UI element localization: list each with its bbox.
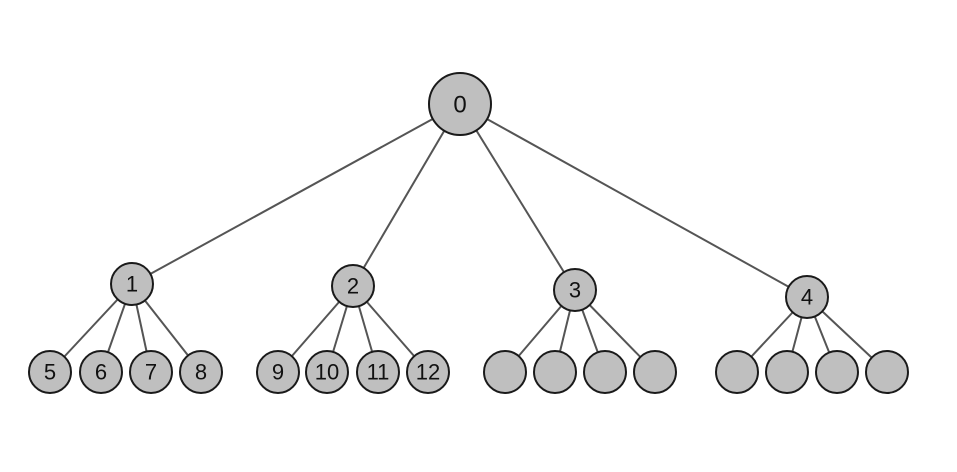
node-leaf-3-0 — [715, 350, 759, 394]
edge-root-to-3 — [459, 103, 808, 298]
node-level1-0: 1 — [110, 262, 154, 306]
node-root-circle — [428, 72, 492, 136]
edge-root-to-1 — [352, 103, 461, 287]
node-leaf-1-1: 10 — [305, 350, 349, 394]
node-leaf-0-1-label: 6 — [95, 360, 107, 385]
node-level1-2-label: 3 — [569, 278, 581, 303]
node-leaf-1-3: 12 — [406, 350, 450, 394]
node-level1-1-label: 2 — [347, 274, 359, 299]
node-leaf-1-0-circle — [256, 350, 300, 394]
node-level1-0-label: 1 — [126, 272, 138, 297]
node-leaf-0-3-circle — [179, 350, 223, 394]
node-leaf-1-0: 9 — [256, 350, 300, 394]
node-level1-3-label: 4 — [801, 285, 813, 310]
node-leaf-3-3-circle — [865, 350, 909, 394]
node-level1-1: 2 — [331, 264, 375, 308]
node-leaf-3-2 — [815, 350, 859, 394]
node-level1-1-circle — [331, 264, 375, 308]
node-leaf-1-2-label: 11 — [367, 360, 390, 385]
node-leaf-2-1 — [533, 350, 577, 394]
node-leaf-0-1-circle — [79, 350, 123, 394]
node-level1-3-circle — [785, 275, 829, 319]
node-leaf-3-1-circle — [765, 350, 809, 394]
node-leaf-0-0-label: 5 — [44, 360, 56, 385]
node-leaf-1-2: 11 — [356, 350, 400, 394]
node-leaf-1-0-label: 9 — [272, 360, 284, 385]
node-root: 0 — [428, 72, 492, 136]
node-leaf-1-3-label: 12 — [416, 360, 440, 385]
node-leaf-3-3 — [865, 350, 909, 394]
nodes: 0 1 5 6 7 8 2 9 10 11 12 3 4 — [28, 72, 909, 394]
node-leaf-2-2 — [583, 350, 627, 394]
node-leaf-1-1-circle — [305, 350, 349, 394]
node-root-label: 0 — [453, 91, 466, 118]
node-leaf-0-2: 7 — [129, 350, 173, 394]
node-level1-2-circle — [553, 268, 597, 312]
node-leaf-0-0: 5 — [28, 350, 72, 394]
node-leaf-0-2-label: 7 — [145, 360, 157, 385]
node-leaf-2-3 — [633, 350, 677, 394]
node-leaf-2-0-circle — [483, 350, 527, 394]
node-level1-2: 3 — [553, 268, 597, 312]
node-leaf-2-1-circle — [533, 350, 577, 394]
node-leaf-2-2-circle — [583, 350, 627, 394]
node-leaf-1-2-circle — [356, 350, 400, 394]
edge-root-to-2 — [459, 103, 576, 291]
node-leaf-3-0-circle — [715, 350, 759, 394]
node-leaf-0-0-circle — [28, 350, 72, 394]
node-leaf-2-3-circle — [633, 350, 677, 394]
node-leaf-0-2-circle — [129, 350, 173, 394]
node-leaf-2-0 — [483, 350, 527, 394]
node-leaf-0-3: 8 — [179, 350, 223, 394]
node-leaf-0-1: 6 — [79, 350, 123, 394]
node-leaf-0-3-label: 8 — [195, 360, 207, 385]
edge-root-to-0 — [131, 103, 461, 285]
node-level1-3: 4 — [785, 275, 829, 319]
node-leaf-3-2-circle — [815, 350, 859, 394]
edges — [49, 103, 888, 373]
node-leaf-1-1-label: 10 — [315, 360, 339, 385]
node-leaf-1-3-circle — [406, 350, 450, 394]
node-leaf-3-1 — [765, 350, 809, 394]
node-level1-0-circle — [110, 262, 154, 306]
